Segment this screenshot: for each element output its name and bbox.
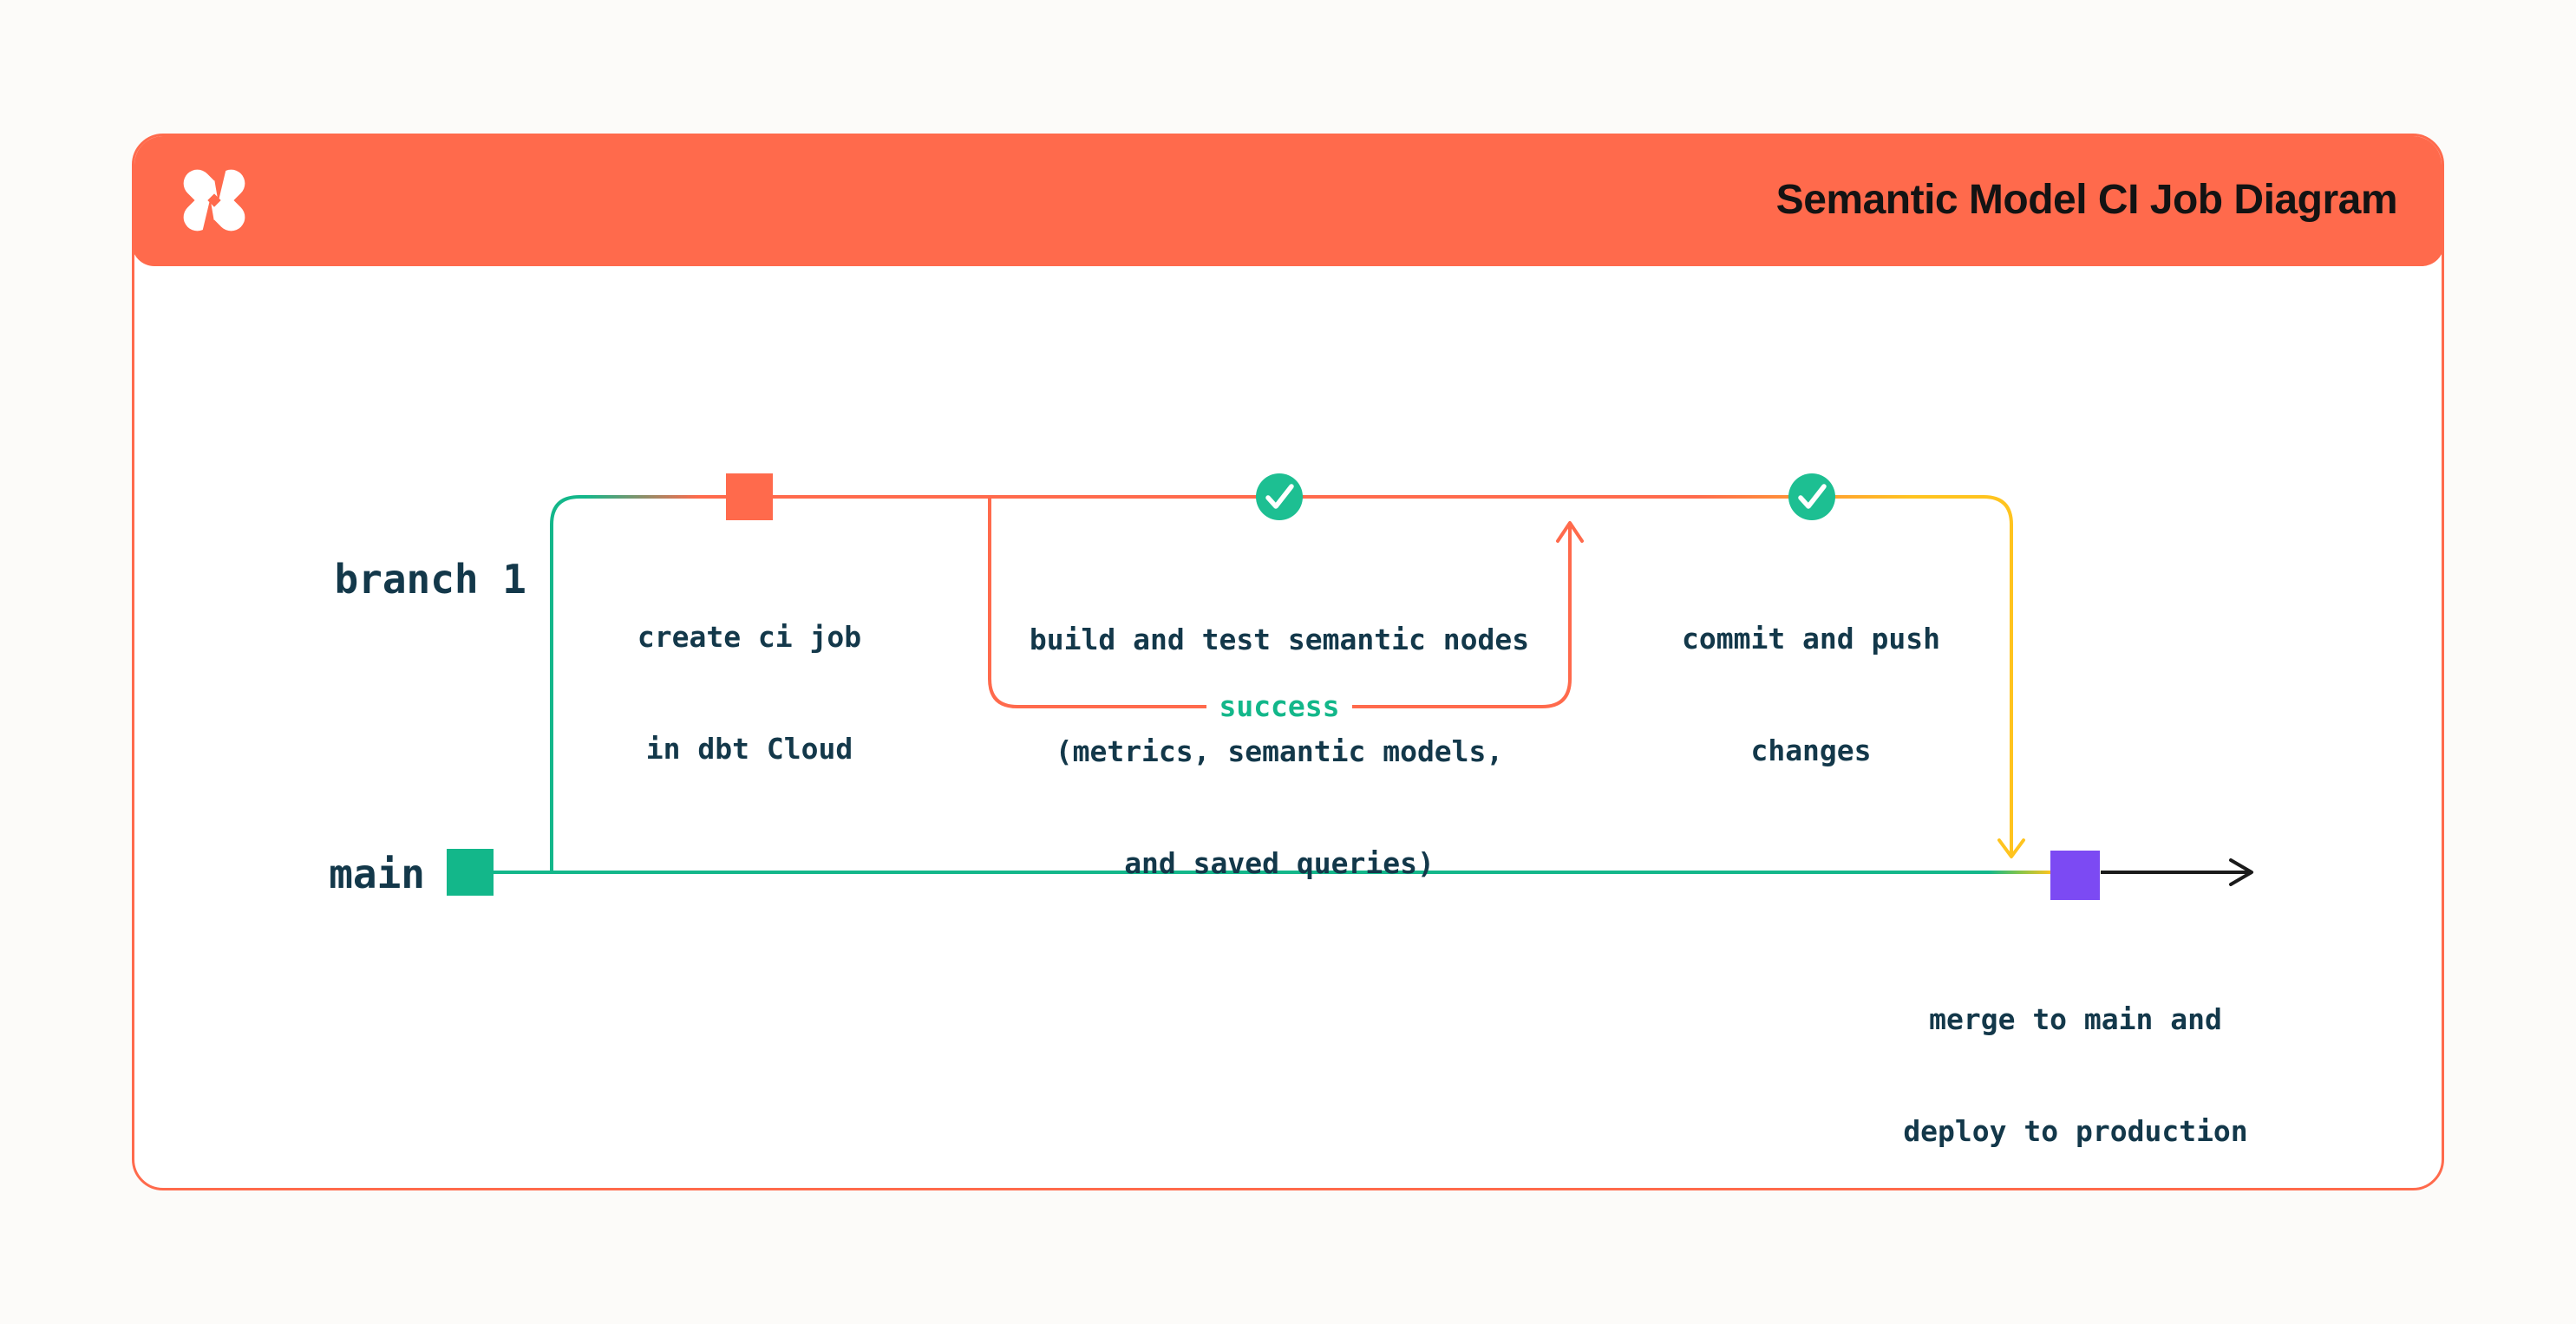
check-circle-icon xyxy=(1788,473,1835,520)
success-loop-arrowhead-icon xyxy=(1556,521,1584,543)
commit-push-label: commit and push changes xyxy=(1638,545,1984,844)
build-test-line3: and saved queries) xyxy=(1124,846,1435,880)
diagram-card: Semantic Model CI Job Diagram branch 1 m… xyxy=(132,134,2444,1190)
production-arrowhead-icon xyxy=(2229,858,2253,886)
success-loop-right xyxy=(1352,523,1572,708)
success-loop-left xyxy=(988,497,1206,708)
merge-deploy-line1: merge to main and xyxy=(1929,1002,2222,1036)
create-ci-job-label: create ci job in dbt Cloud xyxy=(576,544,923,842)
header: Semantic Model CI Job Diagram xyxy=(134,136,2442,266)
create-ci-job-line1: create ci job xyxy=(637,620,862,654)
build-test-label: build and test semantic nodes (metrics, … xyxy=(976,546,1583,956)
build-test-line1: build and test semantic nodes xyxy=(1029,623,1530,656)
commit-push-line1: commit and push xyxy=(1681,622,1940,655)
merge-commit-square xyxy=(2050,851,2100,900)
commit-push-line2: changes xyxy=(1750,734,1872,767)
git-flow-diagram xyxy=(447,473,2253,900)
branch1-merge-down-line xyxy=(1912,495,2013,854)
main-branch-label: main xyxy=(329,851,425,897)
merge-deploy-line2: deploy to production xyxy=(1903,1114,2248,1148)
merge-deploy-label: merge to main and deploy to production xyxy=(1876,926,2275,1188)
success-loop-label: success xyxy=(1219,689,1340,723)
dbt-logo-icon xyxy=(183,164,245,236)
create-ci-commit-square xyxy=(726,473,773,520)
branch1-rise-line xyxy=(550,495,586,874)
merge-down-arrowhead-icon xyxy=(1997,838,2025,858)
create-ci-job-line2: in dbt Cloud xyxy=(645,732,853,766)
main-commit-square xyxy=(447,849,494,896)
page-title: Semantic Model CI Job Diagram xyxy=(1775,177,2398,223)
branch1-label: branch 1 xyxy=(334,556,526,603)
check-circle-icon xyxy=(1256,473,1303,520)
build-test-line2: (metrics, semantic models, xyxy=(1055,734,1504,768)
